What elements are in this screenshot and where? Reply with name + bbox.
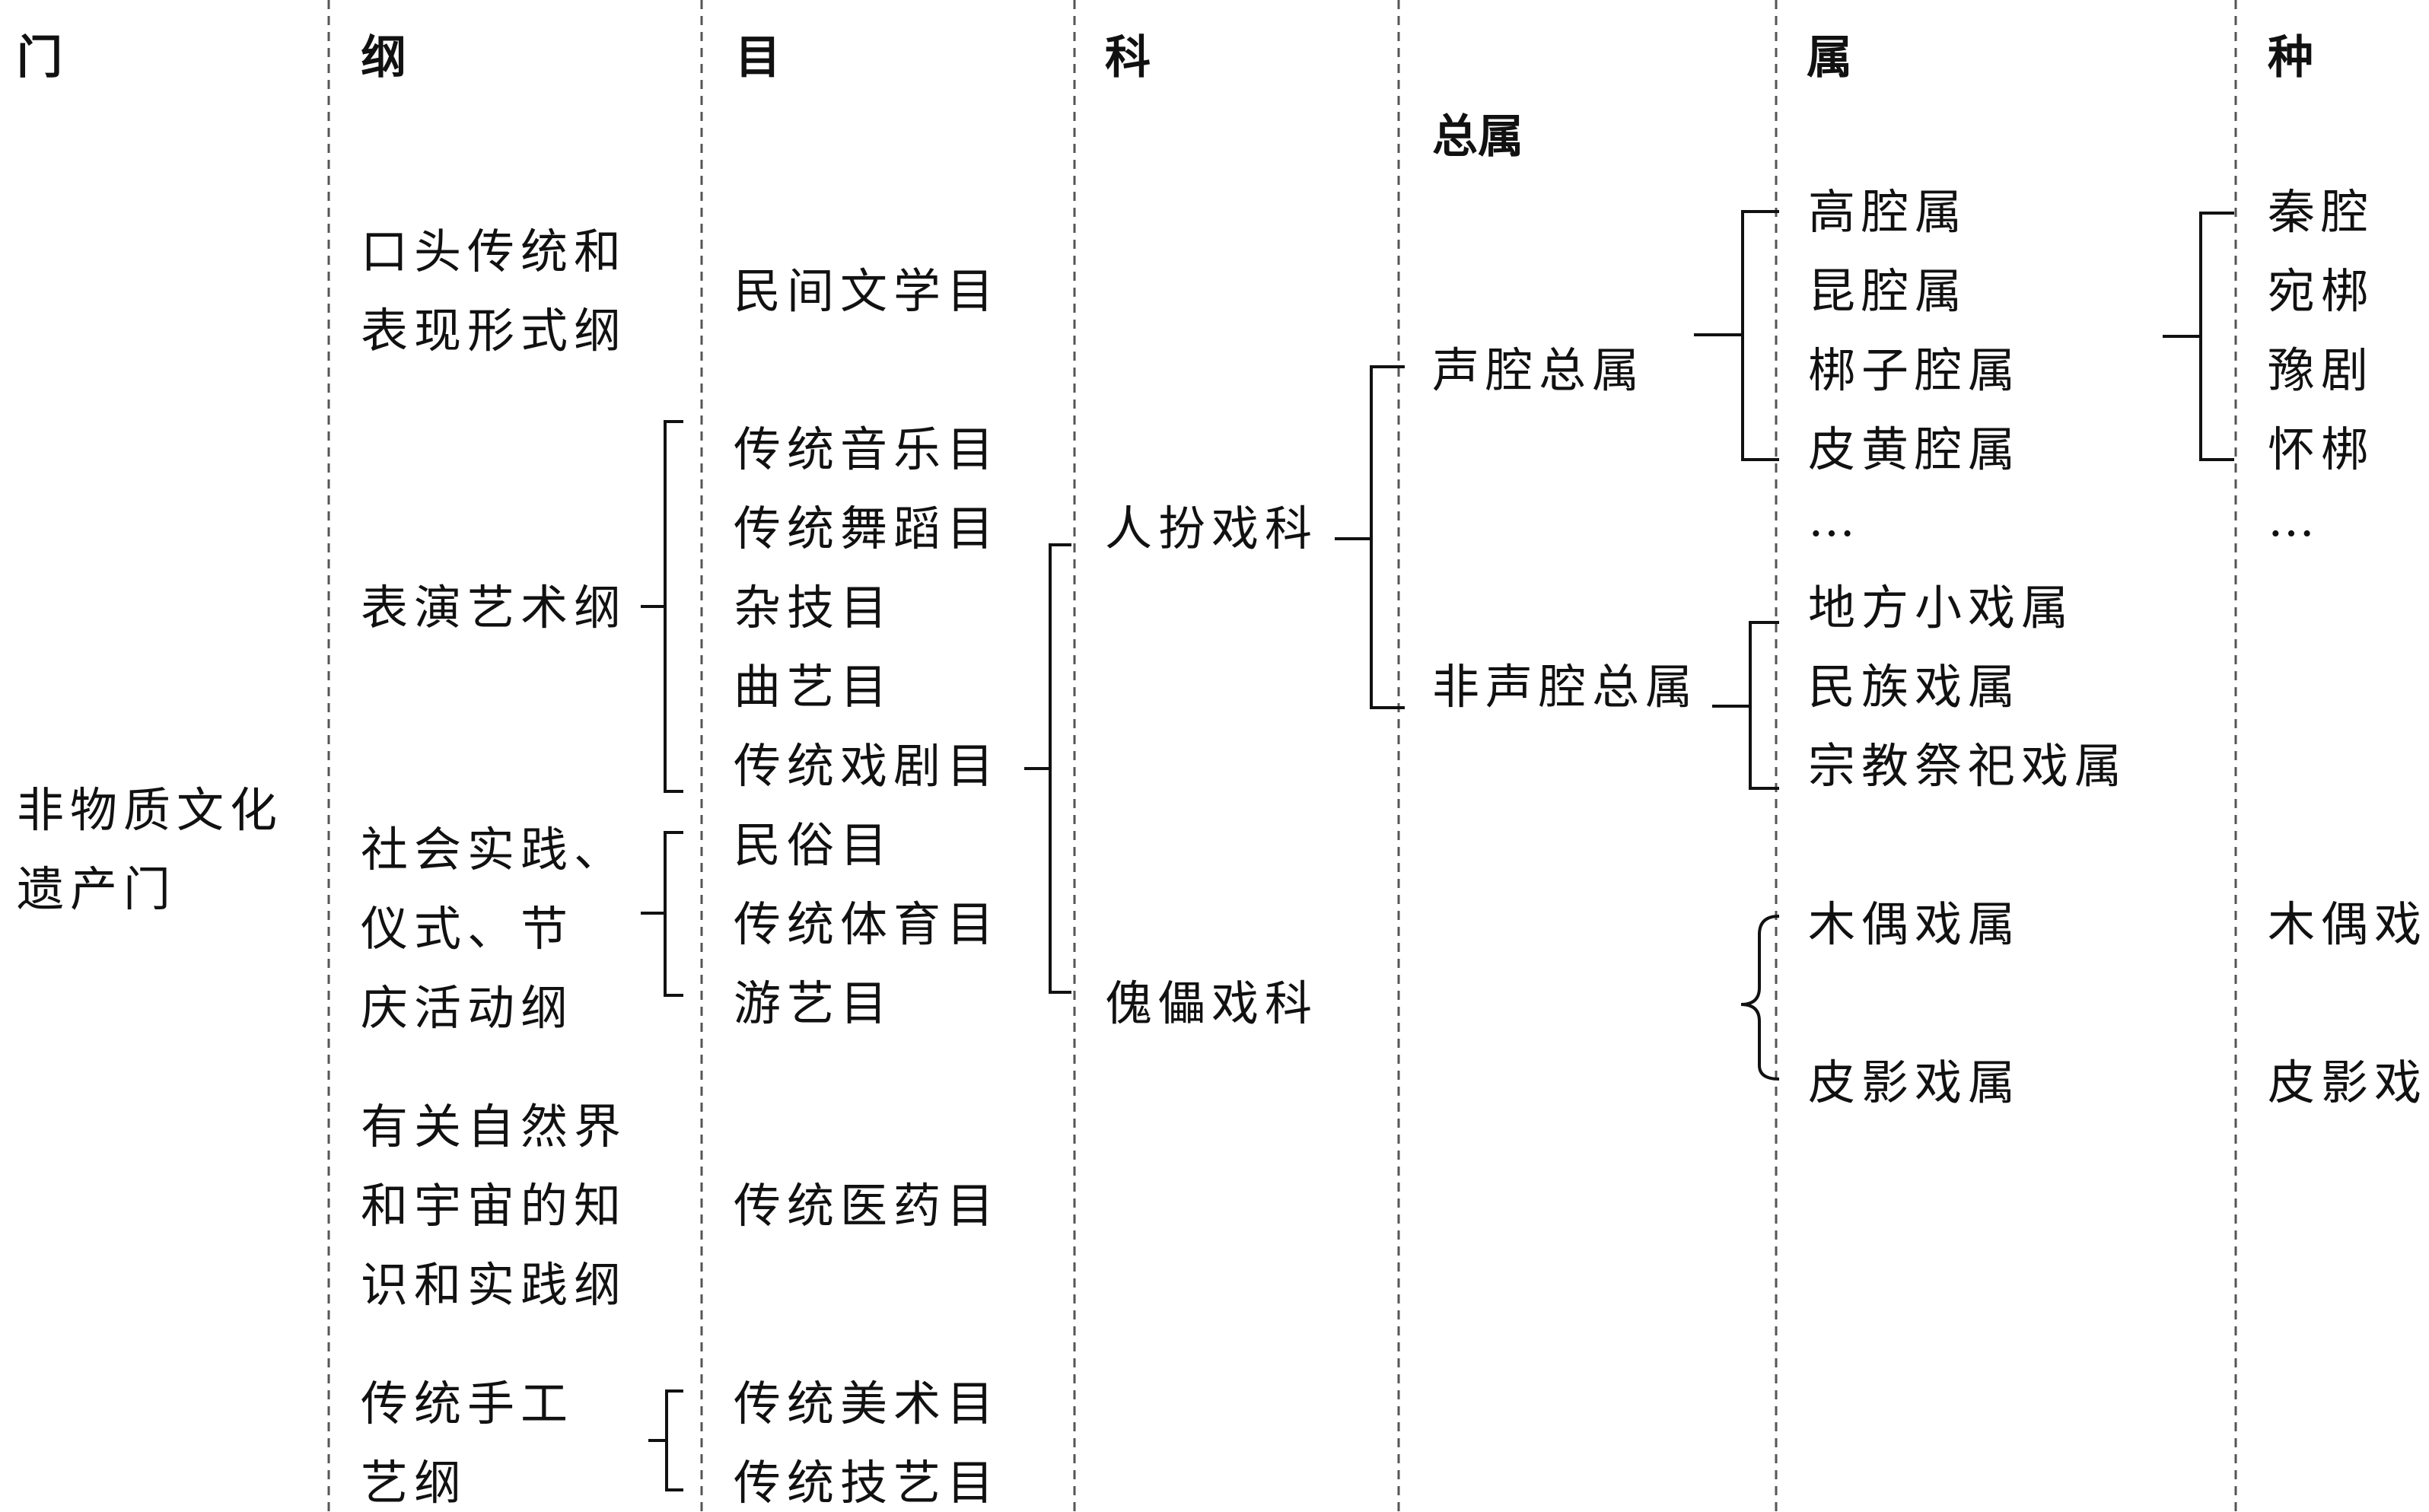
- shu-item: 高腔属: [1808, 184, 1968, 240]
- shu-item: 民族戏属: [1808, 659, 2021, 715]
- gang-performing-arts: 表演艺术纲: [361, 580, 627, 635]
- header-zongshu: 总属: [1432, 110, 1523, 164]
- ke-item: 傀儡戏科: [1105, 976, 1318, 1031]
- column-dividers: [327, 0, 2237, 1512]
- zongshu-column: 声腔总属 非声腔总属: [1432, 342, 1698, 715]
- brace-kuilei-ke: [1740, 915, 1780, 1081]
- shu-item: 皮影戏属: [1808, 1055, 2021, 1110]
- men-label-line: 遗产门: [17, 861, 177, 917]
- gang-column: 口头传统和 表现形式纲 表演艺术纲 社会实践、 仪式、节 庆活动纲 有关自然界 …: [361, 224, 627, 1510]
- bracket-shengqiang: [1694, 210, 1779, 461]
- gang-nature-line: 和宇宙的知: [361, 1178, 627, 1233]
- header-shu: 属: [1807, 31, 1852, 84]
- zongshu-item: 非声腔总属: [1432, 659, 1698, 715]
- mu-item: 传统戏剧目: [734, 738, 1000, 794]
- bracket-zhong: [2163, 212, 2234, 461]
- ke-item: 人扮戏科: [1105, 501, 1318, 556]
- bracket-traditional-crafts: [648, 1389, 683, 1491]
- gang-oral-line: 表现形式纲: [361, 303, 627, 358]
- zhong-item: 宛梆: [2268, 263, 2374, 319]
- men-column: 非物质文化 遗产门: [17, 782, 283, 917]
- header-ke: 科: [1105, 31, 1151, 84]
- zhong-item: 皮影戏: [2268, 1055, 2427, 1110]
- header-gang: 纲: [361, 31, 406, 84]
- shu-column: 高腔属 昆腔属 梆子腔属 皮黄腔属 … 地方小戏属 民族戏属 宗教祭祀戏属 木偶…: [1808, 184, 2128, 1110]
- shu-item: 木偶戏属: [1808, 896, 2021, 952]
- header-zhong: 种: [2268, 31, 2313, 84]
- shu-item: 昆腔属: [1808, 263, 1968, 319]
- men-label-line: 非物质文化: [17, 782, 283, 838]
- bracket-renban-ke: [1335, 365, 1405, 709]
- mu-item: 民俗目: [734, 817, 893, 873]
- gang-social-line: 仪式、节: [361, 901, 574, 957]
- connectors: [641, 210, 2234, 1491]
- mu-item: 传统美术目: [734, 1376, 1000, 1431]
- bracket-social-practices: [641, 831, 683, 997]
- mu-item: 民间文学目: [734, 263, 1000, 319]
- column-headers: 门 纲 目 科 总属 属 种: [17, 31, 2313, 164]
- mu-item: 传统舞蹈目: [734, 501, 1000, 556]
- header-mu: 目: [735, 31, 781, 84]
- shu-item: 地方小戏属: [1808, 580, 2074, 635]
- mu-item: 传统技艺目: [734, 1455, 1000, 1510]
- zongshu-item: 声腔总属: [1432, 342, 1645, 398]
- zhong-item: 豫剧: [2268, 342, 2374, 398]
- mu-item: 杂技目: [734, 580, 893, 635]
- shu-item: 皮黄腔属: [1808, 422, 2021, 477]
- bracket-opera-ke: [1024, 543, 1071, 994]
- shu-item: 梆子腔属: [1808, 342, 2021, 398]
- gang-social-line: 社会实践、: [361, 822, 627, 877]
- gang-social-line: 庆活动纲: [361, 980, 574, 1036]
- mu-item: 曲艺目: [734, 659, 893, 715]
- mu-item: 游艺目: [734, 976, 893, 1031]
- mu-item: 传统体育目: [734, 896, 1000, 952]
- gang-craft-line: 艺纲: [361, 1455, 467, 1510]
- gang-oral-line: 口头传统和: [361, 224, 627, 279]
- gang-craft-line: 传统手工: [361, 1376, 574, 1431]
- mu-column: 民间文学目 传统音乐目 传统舞蹈目 杂技目 曲艺目 传统戏剧目 民俗目 传统体育…: [734, 263, 1000, 1510]
- shu-item: 宗教祭祀戏属: [1808, 738, 2128, 794]
- bracket-feishengqiang: [1712, 621, 1779, 790]
- zhong-item: 木偶戏: [2268, 896, 2427, 952]
- mu-item: 传统医药目: [734, 1178, 1000, 1233]
- gang-nature-line: 有关自然界: [361, 1099, 627, 1154]
- zhong-ellipsis: …: [2268, 492, 2321, 547]
- mu-item: 传统音乐目: [734, 422, 1000, 477]
- header-men: 门: [17, 31, 62, 84]
- bracket-performing-arts: [641, 420, 683, 793]
- ke-column: 人扮戏科 傀儡戏科: [1105, 501, 1318, 1031]
- shu-ellipsis: …: [1808, 492, 1861, 547]
- gang-nature-line: 识和实践纲: [361, 1257, 627, 1313]
- zhong-item: 秦腔: [2268, 184, 2374, 240]
- zhong-column: 秦腔 宛梆 豫剧 怀梆 … 木偶戏 皮影戏: [2268, 184, 2427, 1110]
- zhong-item: 怀梆: [2268, 422, 2374, 477]
